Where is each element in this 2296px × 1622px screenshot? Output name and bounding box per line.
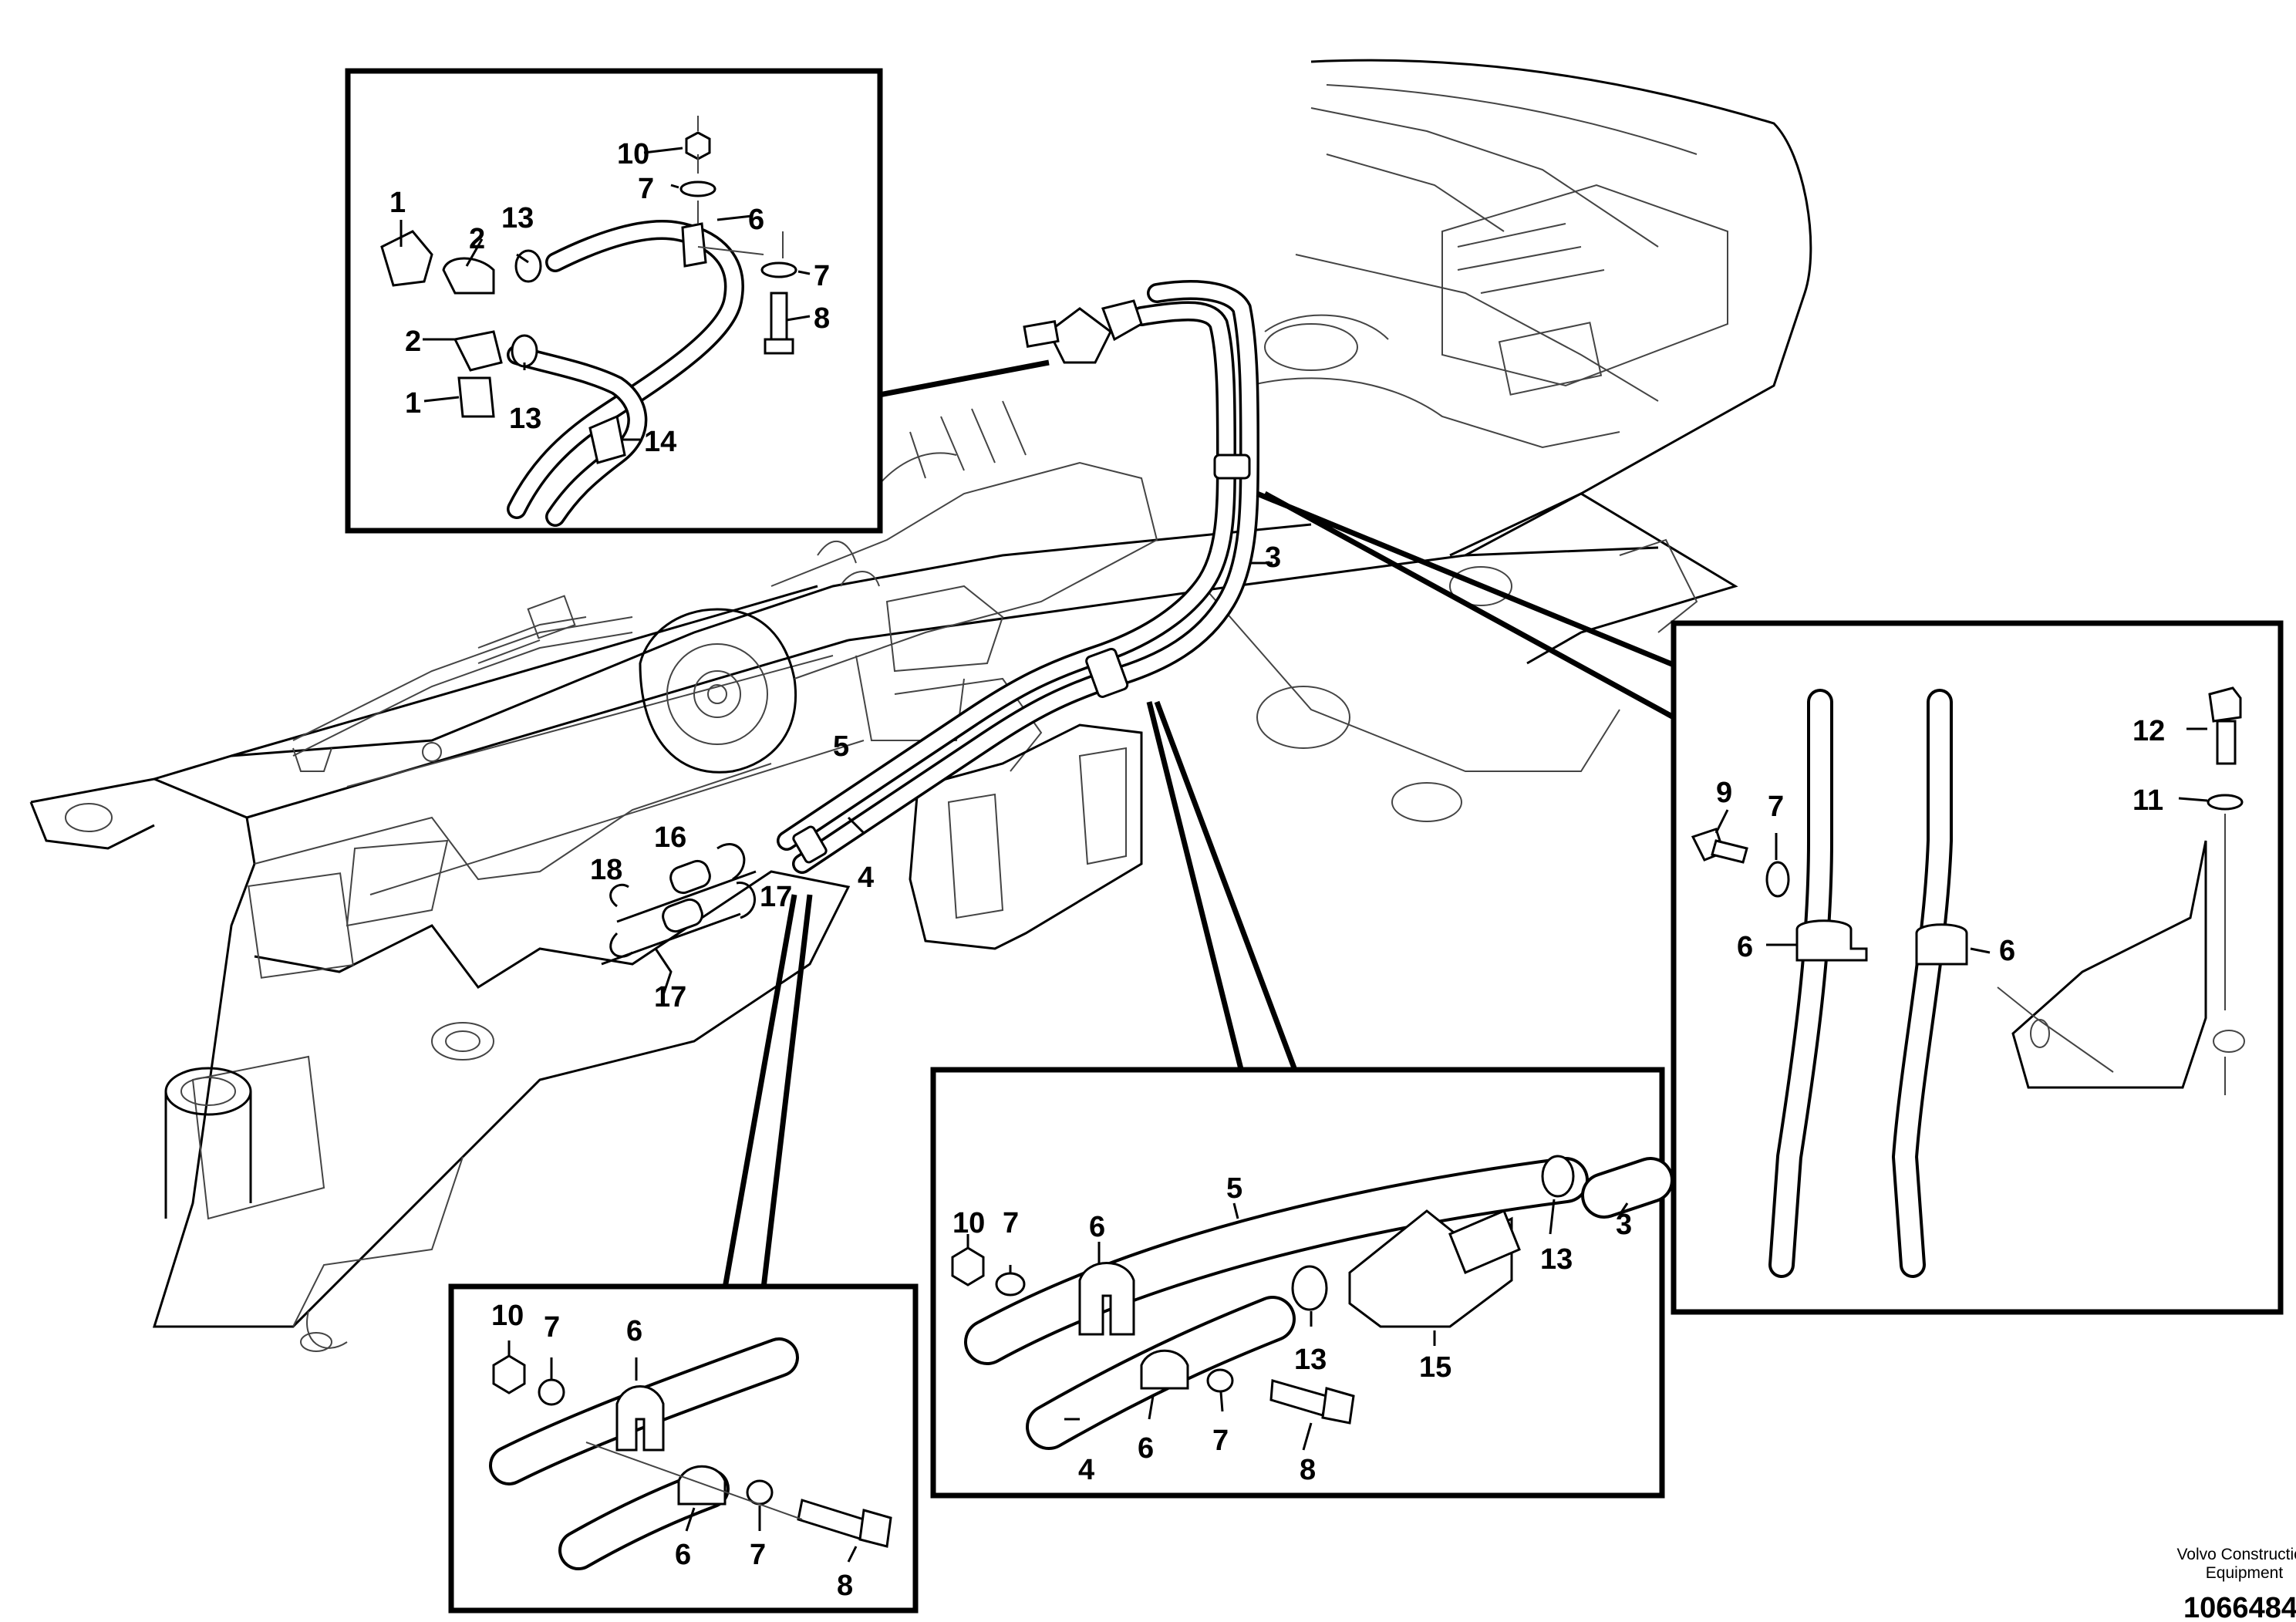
callout-6-left: 6	[1737, 931, 1753, 963]
clamp-6-icon	[681, 222, 707, 268]
clamp-6-upper-icon	[615, 1385, 665, 1452]
callout-13-lower: 13	[509, 403, 541, 435]
callout-7-right: 7	[814, 260, 830, 292]
clamp-13-left-icon	[1291, 1265, 1328, 1311]
callout-3: 3	[1616, 1209, 1632, 1241]
clamp-6-right-icon	[1915, 923, 1968, 966]
inset-right	[1671, 620, 2284, 1315]
nut-10-icon	[492, 1354, 526, 1394]
callout-13-upper: 13	[501, 202, 534, 234]
main-hose-routing	[601, 280, 1259, 996]
clamp-6-left-icon	[1795, 919, 1868, 962]
callout-5: 5	[1226, 1172, 1242, 1205]
callout-17-right: 17	[760, 881, 792, 913]
callout-labels-inset-right: 12 11 9 7 6 6	[1716, 715, 2165, 967]
callout-4: 4	[858, 862, 874, 894]
fitting-1-lower-icon	[457, 376, 495, 418]
callout-9: 9	[1716, 777, 1732, 809]
callout-13-left: 13	[1294, 1344, 1327, 1376]
callout-14: 14	[644, 426, 676, 458]
document-footer: Volvo Construction Equipment 1066484	[2176, 1546, 2296, 1622]
washer-11-icon	[2207, 794, 2244, 811]
elbow-2-upper-icon	[442, 257, 495, 295]
callout-6-lower: 6	[675, 1539, 691, 1571]
callout-10: 10	[491, 1300, 524, 1332]
callout-labels-inset-middle: 10 7 6 5 3 13 13 15 4 6 7 8	[952, 1172, 1632, 1486]
callout-8: 8	[1300, 1454, 1316, 1486]
clamp-14-icon	[588, 414, 626, 464]
bolt-12-shank-icon	[2216, 720, 2237, 765]
machine-frame-drawing	[29, 59, 1812, 1352]
bolt-8-head-icon	[858, 1509, 892, 1548]
inset-connector-lines	[722, 359, 1675, 1289]
bolt-8-head-icon	[1321, 1387, 1355, 1425]
callout-17-bottom: 17	[654, 981, 686, 1013]
clamp-13-lower-icon	[511, 334, 538, 368]
callout-7-upper: 7	[544, 1311, 560, 1344]
callout-7: 7	[1768, 791, 1784, 823]
inset-top-left	[345, 68, 883, 534]
mounting-bracket-icon	[2011, 840, 2207, 1089]
callout-1-upper: 1	[389, 187, 406, 219]
inset-bottom	[448, 1283, 919, 1614]
callout-labels-inset-top: 1 1 2 2 13 13 10 7 6 7 8 14	[389, 138, 830, 458]
callout-15: 15	[1419, 1351, 1451, 1384]
washer-7-upper-icon	[995, 1272, 1026, 1297]
callout-4: 4	[1078, 1454, 1094, 1486]
fitting-1-upper-icon	[380, 230, 433, 287]
callout-3: 3	[1265, 541, 1281, 574]
callout-8: 8	[814, 302, 830, 335]
callout-7-lower: 7	[750, 1539, 766, 1571]
callout-labels-inset-bottom: 10 7 6 6 7 8	[491, 1300, 853, 1602]
clamp-6-lower-icon	[677, 1465, 727, 1506]
callout-18: 18	[590, 854, 622, 886]
elbow-2-lower-icon	[453, 330, 503, 372]
callout-10: 10	[952, 1207, 985, 1239]
bolt-9-shank-icon	[1711, 839, 1748, 864]
washer-7-top-icon	[679, 180, 716, 197]
callout-6-upper: 6	[1089, 1211, 1105, 1243]
callout-2-lower: 2	[405, 325, 421, 358]
callout-6-lower: 6	[1138, 1432, 1154, 1465]
callout-13-right: 13	[1540, 1243, 1573, 1276]
callout-labels-main: 3 4 5 16 18 17 17	[590, 541, 1281, 1013]
callout-16: 16	[654, 821, 686, 854]
inset-middle	[930, 1067, 1674, 1499]
callout-12: 12	[2132, 715, 2165, 747]
callout-7-lower: 7	[1212, 1425, 1229, 1457]
washer-7-right-icon	[760, 261, 797, 278]
callout-5: 5	[833, 730, 849, 763]
callout-6: 6	[748, 204, 764, 236]
nut-10-icon	[951, 1246, 985, 1286]
washer-7-upper-icon	[538, 1378, 565, 1406]
credit-line-2: Equipment	[2206, 1564, 2284, 1582]
clamp-6-upper-icon	[1078, 1262, 1135, 1336]
callout-6-upper: 6	[626, 1315, 642, 1347]
callout-7-top: 7	[638, 173, 654, 205]
bolt-8-head-icon	[764, 338, 794, 355]
callout-1-lower: 1	[405, 387, 421, 420]
clamp-13-right-icon	[1541, 1155, 1575, 1198]
document-number: 1066484	[2183, 1592, 2296, 1622]
callout-10: 10	[617, 138, 649, 170]
callout-6-right: 6	[1999, 935, 2015, 967]
callout-8: 8	[837, 1570, 853, 1602]
credit-line-1: Volvo Construction	[2176, 1546, 2296, 1563]
washer-7-icon	[1765, 861, 1790, 898]
callout-2-upper: 2	[469, 223, 485, 255]
callout-7-upper: 7	[1003, 1207, 1019, 1239]
washer-7-lower-icon	[1206, 1368, 1234, 1393]
callout-11: 11	[2132, 784, 2163, 817]
clamp-6-lower-icon	[1140, 1349, 1189, 1390]
nut-10-icon	[685, 131, 711, 160]
bolt-12-head-icon	[2208, 686, 2242, 723]
